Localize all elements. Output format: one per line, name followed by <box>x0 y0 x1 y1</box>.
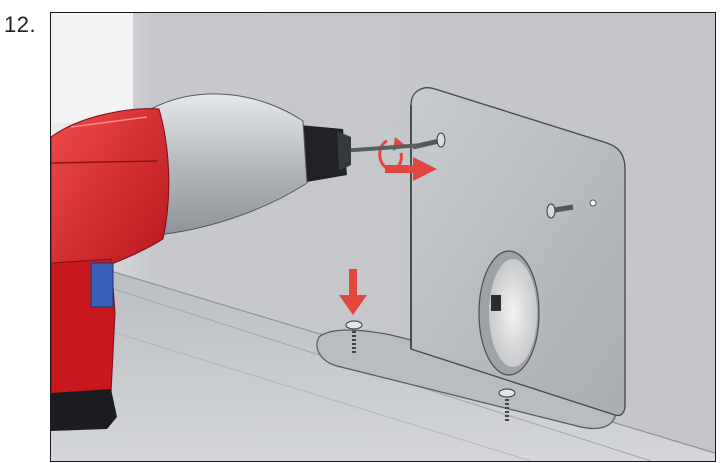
bracket-wall-plate <box>410 87 626 417</box>
bracket-base-plate <box>316 329 624 430</box>
floor-line-2 <box>51 312 532 461</box>
screw-hole <box>589 199 597 207</box>
mounting-illustration <box>51 13 715 461</box>
screw-icon <box>546 203 574 219</box>
push-arrow-icon <box>385 157 437 181</box>
screw-icon <box>498 388 516 423</box>
down-arrow-icon <box>339 269 367 315</box>
illustration-frame <box>50 12 716 462</box>
duct-hole-inner <box>489 259 537 367</box>
duct-clip <box>491 295 501 311</box>
step-number: 12. <box>4 12 37 37</box>
wall-corner-highlight <box>51 13 133 123</box>
drill-icon <box>51 93 424 431</box>
screw-icon <box>345 320 363 355</box>
